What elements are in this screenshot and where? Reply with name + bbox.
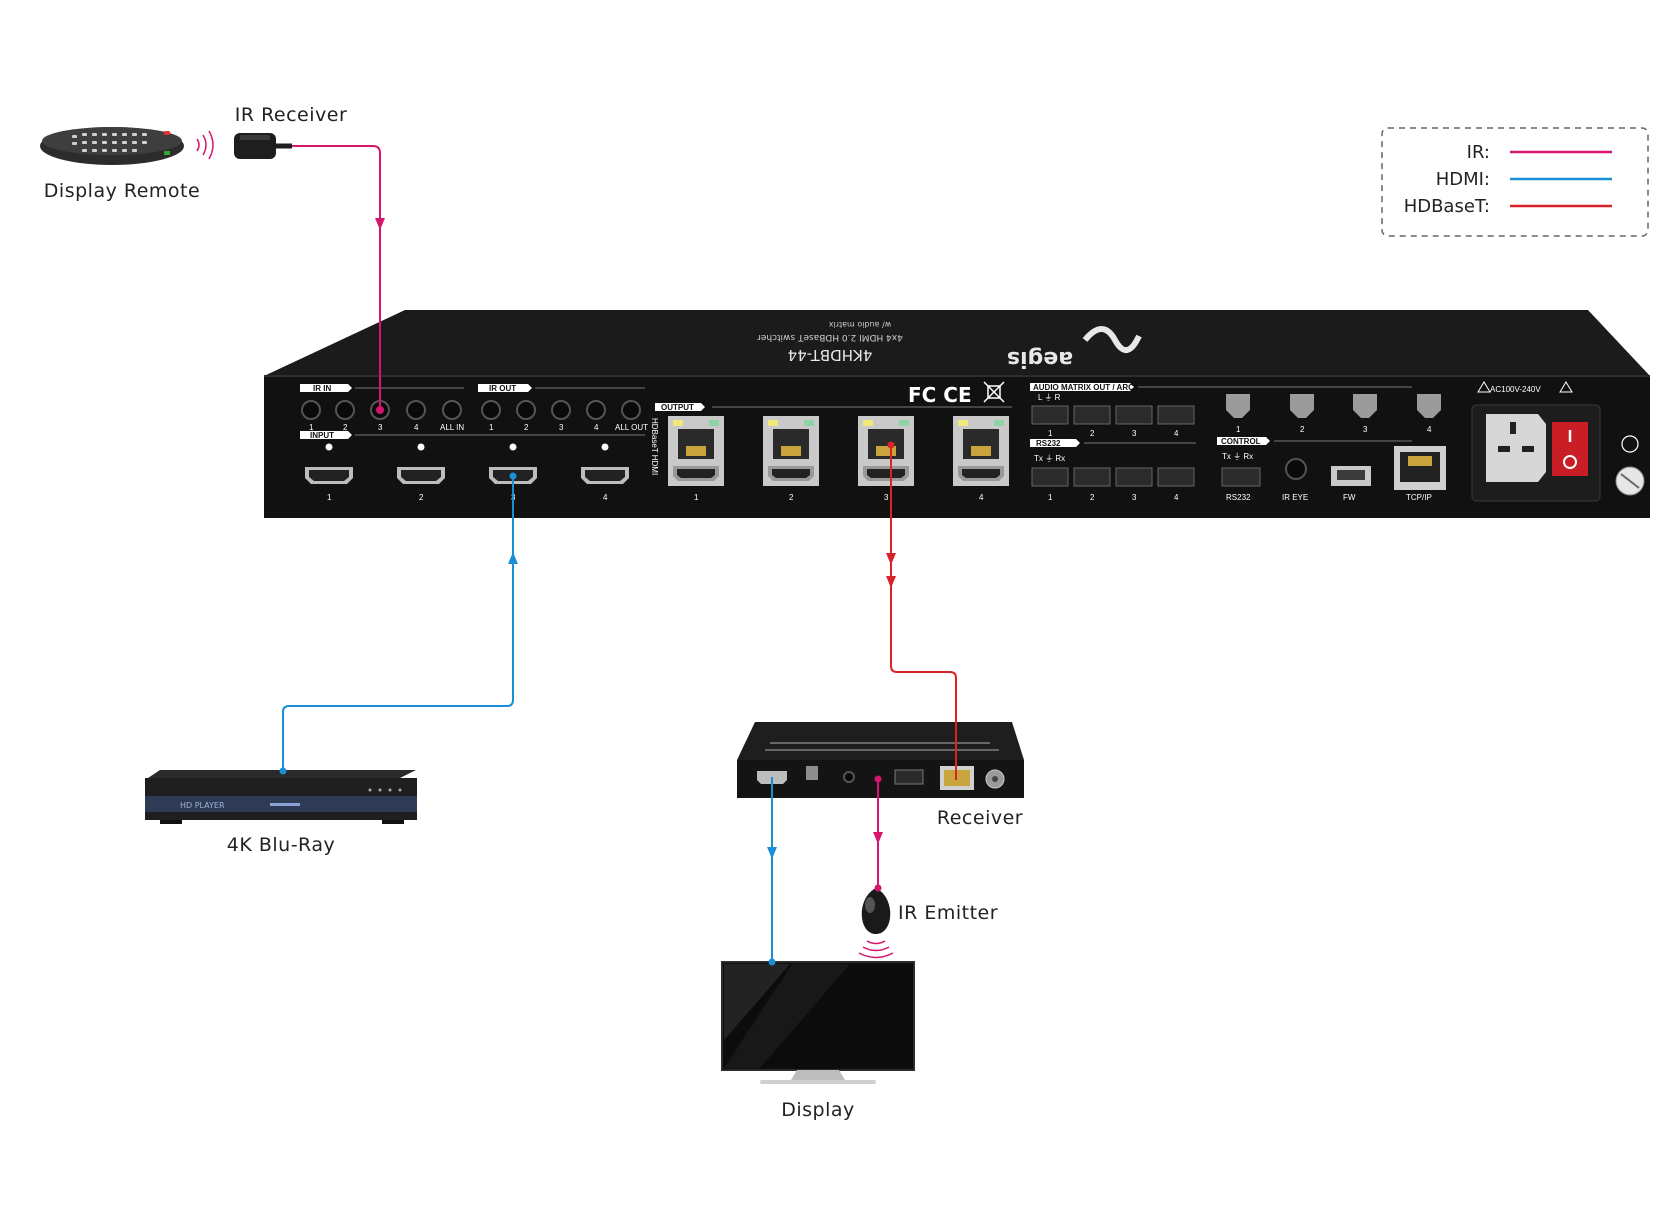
ir-arrow-emitter-icon (873, 832, 883, 844)
svg-text:3: 3 (1363, 425, 1368, 434)
svg-text:1: 1 (327, 493, 332, 502)
fw-label: FW (1343, 493, 1356, 502)
tcpip-label: TCP/IP (1406, 493, 1432, 502)
hdbaset-receiver (737, 722, 1024, 798)
svg-text:1: 1 (694, 493, 699, 502)
output-label: OUTPUT (661, 403, 694, 412)
ir-out-label: IR OUT (489, 384, 516, 393)
legend-hdbaset-label: HDBaseT: (1404, 196, 1490, 217)
ir-arrow-down-icon (375, 218, 385, 230)
all-in-label: ALL IN (440, 423, 464, 432)
svg-text:3: 3 (559, 423, 564, 432)
hdmi-connection-source (282, 476, 514, 771)
model-name: 4KHDBT-44 (788, 346, 873, 364)
weee-icon (983, 381, 1005, 403)
svg-text:1: 1 (1236, 425, 1241, 434)
display-tv-icon (721, 961, 915, 1084)
power-inlet (1486, 414, 1546, 482)
svg-text:4: 4 (1174, 429, 1179, 438)
matrix-switcher: aegis 4KHDBT-44 4x4 HDMI 2.0 HDBaseT swi… (264, 310, 1650, 518)
svg-text:1: 1 (1048, 429, 1053, 438)
receiver-label: Receiver (937, 807, 1023, 829)
hdmi-arrow-down-icon (767, 847, 777, 859)
svg-text:2: 2 (524, 423, 529, 432)
ir-in-label: IR IN (313, 384, 331, 393)
control-txrx-label: Tx ⏚ Rx (1222, 452, 1253, 461)
display-remote-icon (40, 127, 214, 165)
ir-emitter-icon (858, 888, 894, 959)
svg-text:2: 2 (419, 493, 424, 502)
svg-text:4: 4 (1427, 425, 1432, 434)
svg-text:2: 2 (1090, 429, 1095, 438)
hdbaset-hdmi-label: HDBaseT HDMI (650, 418, 659, 475)
ir-eye-label: IR EYE (1282, 493, 1308, 502)
bluray-player: HD PLAYER (145, 770, 417, 824)
bluray-label: 4K Blu-Ray (227, 834, 335, 856)
ir-receiver-label: IR Receiver (235, 104, 348, 126)
svg-text:4: 4 (1174, 493, 1179, 502)
svg-text:2: 2 (1090, 493, 1095, 502)
ir-receiver-icon (234, 133, 292, 159)
rs232-section-label: RS232 (1036, 439, 1061, 448)
brand-logo: aegis (1007, 346, 1073, 371)
svg-text:2: 2 (343, 423, 348, 432)
svg-text:3: 3 (1132, 429, 1137, 438)
svg-text:1: 1 (1048, 493, 1053, 502)
legend-hdmi-label: HDMI: (1436, 169, 1490, 190)
svg-text:4: 4 (603, 493, 608, 502)
svg-text:4: 4 (414, 423, 419, 432)
brand-swirl-icon (1082, 326, 1142, 353)
legend: IR: HDMI: HDBaseT: (1381, 127, 1649, 237)
input-label: INPUT (310, 431, 334, 440)
svg-text:1: 1 (489, 423, 494, 432)
display-label: Display (781, 1099, 855, 1121)
audio-matrix-label: AUDIO MATRIX OUT / ARC (1033, 383, 1134, 392)
all-out-label: ALL OUT (615, 423, 648, 432)
power-rating-label: AC100V-240V (1490, 385, 1541, 394)
ir-connection-in (292, 145, 381, 406)
audio-lr-label: L ⏚ R (1038, 393, 1061, 402)
model-subtitle: w/ audio matrix (828, 320, 891, 329)
svg-text:4: 4 (594, 423, 599, 432)
legend-ir-label: IR: (1467, 142, 1490, 163)
svg-text:3: 3 (1132, 493, 1137, 502)
hdmi-arrow-up-icon (508, 552, 518, 564)
certification-marks: FC CE (908, 383, 972, 407)
display-remote-label: Display Remote (44, 180, 200, 202)
control-rs232-label: RS232 (1226, 493, 1251, 502)
rs232-txrx-label: Tx ⏚ Rx (1034, 454, 1065, 463)
model-description: 4x4 HDMI 2.0 HDBaseT switcher (757, 332, 903, 342)
svg-text:1: 1 (309, 423, 314, 432)
ir-in-3-dot (376, 406, 384, 414)
control-label: CONTROL (1221, 437, 1261, 446)
svg-text:3: 3 (378, 423, 383, 432)
ground-icon (1621, 435, 1639, 453)
hdbaset-arrow-1-icon (886, 553, 896, 565)
svg-text:2: 2 (1300, 425, 1305, 434)
hdbaset-outputs (668, 416, 1009, 486)
svg-text:3: 3 (884, 493, 889, 502)
svg-text:4: 4 (979, 493, 984, 502)
hdbaset-arrow-2-icon (886, 576, 896, 588)
bluray-panel-text: HD PLAYER (180, 801, 225, 810)
hdbaset-connection (890, 445, 957, 780)
ir-emitter-label: IR Emitter (898, 902, 998, 924)
svg-text:2: 2 (789, 493, 794, 502)
